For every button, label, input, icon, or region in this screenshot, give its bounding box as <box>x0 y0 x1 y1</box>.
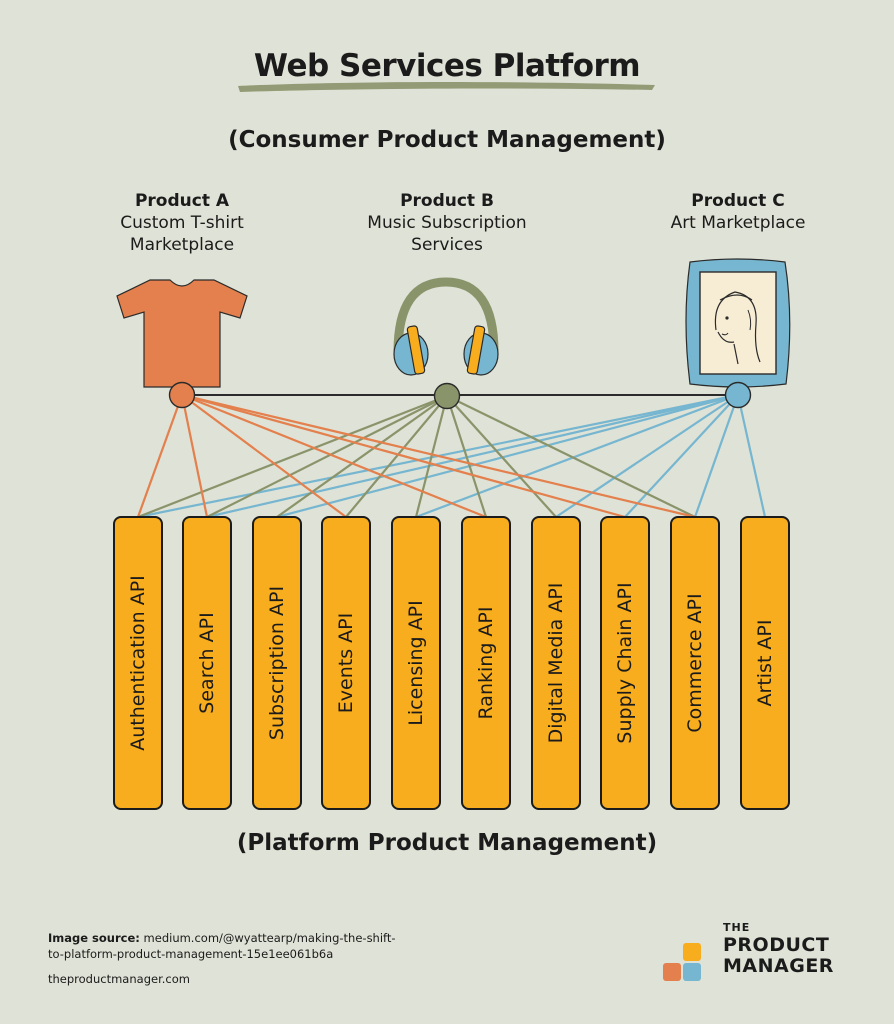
source-url-line1: medium.com/@wyattearp/making-the-shift- <box>143 931 396 945</box>
product-b-name: Product B <box>400 191 494 211</box>
api-label: Licensing API <box>405 600 427 726</box>
logo-line1: PRODUCT <box>723 934 830 956</box>
api-box-licensing: Licensing API <box>391 516 441 810</box>
product-b-hub <box>433 382 461 410</box>
consumer-pm-heading: (Consumer Product Management) <box>228 127 666 153</box>
connection-line <box>445 394 558 519</box>
api-box-authentication: Authentication API <box>113 516 163 810</box>
connection-line <box>180 393 697 519</box>
api-label: Digital Media API <box>545 582 567 744</box>
connection-line <box>180 393 209 519</box>
connection-line <box>275 394 449 519</box>
connection-line <box>275 393 740 519</box>
connection-line <box>180 393 348 519</box>
connection-line <box>693 393 740 519</box>
product-b: Product B Music Subscription Services <box>327 190 567 256</box>
title-underline-stroke <box>238 82 655 92</box>
connection-line <box>180 393 627 519</box>
connection-line <box>136 394 449 519</box>
connection-line <box>445 394 697 519</box>
api-label: Ranking API <box>475 606 497 720</box>
connection-line <box>344 394 449 519</box>
product-a: Product A Custom T-shirt Marketplace <box>62 190 302 256</box>
platform-pm-heading: (Platform Product Management) <box>236 830 658 856</box>
product-a-desc-line1: Custom T-shirt <box>120 213 244 233</box>
product-b-desc-line1: Music Subscription <box>367 213 527 233</box>
page-title: Web Services Platform <box>253 48 641 84</box>
api-label: Commerce API <box>684 593 706 733</box>
connection-line <box>205 393 740 519</box>
api-box-search: Search API <box>182 516 232 810</box>
connection-line <box>736 393 767 519</box>
product-a-desc-line2: Marketplace <box>129 235 235 255</box>
image-source-credit: Image source: medium.com/@wyattearp/maki… <box>48 930 448 962</box>
api-label: Artist API <box>754 619 776 707</box>
source-label: Image source: <box>48 931 140 945</box>
headphones-icon <box>393 277 499 376</box>
product-c-hub <box>724 381 752 409</box>
framed-portrait-icon <box>685 258 791 388</box>
logo-wordmark: THE PRODUCT MANAGER <box>723 921 834 977</box>
connection-line <box>414 394 449 519</box>
api-box-artist: Artist API <box>740 516 790 810</box>
product-a-hub <box>168 381 196 409</box>
api-label: Authentication API <box>127 575 149 751</box>
api-label: Subscription API <box>266 585 288 741</box>
product-manager-logo-icon <box>663 943 701 981</box>
connection-line <box>445 394 488 519</box>
api-box-events: Events API <box>321 516 371 810</box>
source-url-line2: to-platform-product-management-15e1ee061… <box>48 947 334 961</box>
tshirt-icon <box>116 279 248 388</box>
api-label: Search API <box>196 612 218 714</box>
api-box-subscription: Subscription API <box>252 516 302 810</box>
product-c-name: Product C <box>691 191 785 211</box>
product-c: Product C Art Marketplace <box>618 190 858 234</box>
product-b-desc-line2: Services <box>411 235 483 255</box>
api-label: Events API <box>335 612 357 714</box>
connection-line <box>180 393 488 519</box>
api-box-supply-chain: Supply Chain API <box>600 516 650 810</box>
connection-line <box>205 394 449 519</box>
api-box-ranking: Ranking API <box>461 516 511 810</box>
api-box-commerce: Commerce API <box>670 516 720 810</box>
connection-line <box>623 393 740 519</box>
connection-lines <box>136 393 767 519</box>
site-url: theproductmanager.com <box>48 972 190 986</box>
logo-the: THE <box>723 921 751 934</box>
product-a-name: Product A <box>134 191 230 211</box>
connection-line <box>554 393 740 519</box>
connection-line <box>414 393 740 519</box>
logo-line2: MANAGER <box>723 955 834 977</box>
product-c-desc-line1: Art Marketplace <box>670 213 806 233</box>
connection-line <box>136 393 184 519</box>
api-box-digital-media: Digital Media API <box>531 516 581 810</box>
api-label: Supply Chain API <box>614 582 636 744</box>
